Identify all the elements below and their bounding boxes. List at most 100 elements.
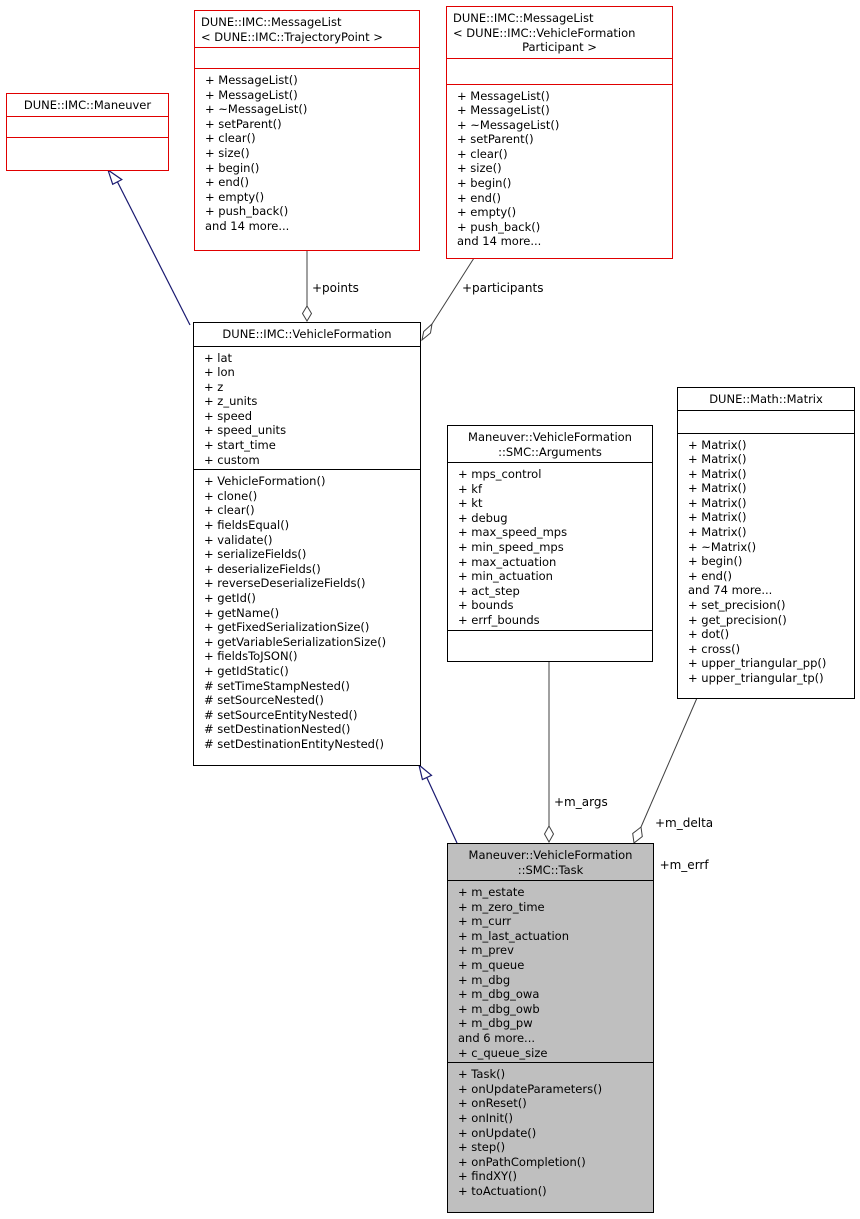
composition-edge-participants <box>431 257 475 325</box>
edge-label-m-delta: +m_delta +m_errf <box>655 788 713 886</box>
class-title: DUNE::IMC::MessageList < DUNE::IMC::Traj… <box>195 11 419 47</box>
attributes-section: + lat+ lon+ z+ z_units+ speed+ speed_uni… <box>194 345 420 470</box>
method-item: # setSourceEntityNested() <box>204 707 358 722</box>
class-messagelist-trajectorypoint[interactable]: DUNE::IMC::MessageList < DUNE::IMC::Traj… <box>194 10 420 251</box>
method-item: + onUpdate() <box>458 1125 537 1140</box>
method-item: + getVariableSerializationSize() <box>204 634 387 649</box>
attribute-item: + c_queue_size <box>458 1045 548 1060</box>
attribute-item: + m_prev <box>458 943 514 958</box>
method-item: + begin() <box>457 176 512 191</box>
attribute-item: + min_speed_mps <box>458 539 564 554</box>
method-item: + setParent() <box>205 116 282 131</box>
method-item: # setDestinationEntityNested() <box>204 736 384 751</box>
attribute-item: + kt <box>458 496 483 511</box>
attribute-item: + speed <box>204 408 253 423</box>
method-item: + push_back() <box>457 219 541 234</box>
class-messagelist-participant[interactable]: DUNE::IMC::MessageList < DUNE::IMC::Vehi… <box>446 6 673 259</box>
method-item: + ~MessageList() <box>457 117 560 132</box>
method-item: + get_precision() <box>688 612 787 627</box>
method-item: + clone() <box>204 488 258 503</box>
attribute-item: + custom <box>204 452 260 467</box>
method-item: + setParent() <box>457 132 534 147</box>
method-item: + MessageList() <box>205 87 298 102</box>
method-item: + getIdStatic() <box>204 663 289 678</box>
method-item: + end() <box>205 175 249 190</box>
more-items-note: and 74 more... <box>688 583 773 598</box>
method-item: + end() <box>688 568 732 583</box>
attribute-item: + m_dbg_pw <box>458 1016 533 1031</box>
class-title-line: DUNE::IMC::MessageList <box>453 11 594 25</box>
attribute-item: + start_time <box>204 438 276 453</box>
composition-diamond-m-delta <box>632 826 643 844</box>
method-item: + onPathCompletion() <box>458 1154 586 1169</box>
attribute-item: + bounds <box>458 598 514 613</box>
method-item: + ~MessageList() <box>205 102 308 117</box>
class-title-line: < DUNE::IMC::VehicleFormation <box>453 25 636 40</box>
method-item: + Matrix() <box>688 495 747 510</box>
attribute-item: + act_step <box>458 583 520 598</box>
attributes-section <box>195 47 419 68</box>
method-item: + clear() <box>457 146 508 161</box>
attributes-section <box>447 57 672 84</box>
method-item: + MessageList() <box>457 103 550 118</box>
attribute-item: + z_units <box>204 394 258 409</box>
method-item: + onReset() <box>458 1096 527 1111</box>
method-item: + deserializeFields() <box>204 561 321 576</box>
method-item: + push_back() <box>205 204 289 219</box>
method-item: + upper_triangular_pp() <box>688 656 827 671</box>
method-item: + upper_triangular_tp() <box>688 671 824 685</box>
method-item: + clear() <box>205 131 256 146</box>
method-item: + getName() <box>204 605 280 620</box>
attribute-item: + m_estate <box>458 885 525 899</box>
composition-diamond-points <box>301 305 313 322</box>
method-item: + set_precision() <box>688 598 786 613</box>
attribute-item: + speed_units <box>204 423 287 438</box>
attribute-item: + mps_control <box>458 467 542 481</box>
method-item: # setSourceNested() <box>204 693 324 708</box>
class-title-line: DUNE::IMC::MessageList <box>201 15 342 29</box>
attribute-item: + lat <box>204 350 233 365</box>
class-title-line: ::SMC::Task <box>517 862 584 877</box>
methods-section: + MessageList()+ MessageList()+ ~Message… <box>447 83 672 252</box>
attribute-item: + debug <box>458 510 508 525</box>
attribute-item: + min_actuation <box>458 569 553 584</box>
class-math-matrix[interactable]: DUNE::Math::Matrix + Matrix()+ Matrix()+… <box>677 387 855 699</box>
method-item: + MessageList() <box>205 73 298 87</box>
attribute-item: + max_actuation <box>458 554 557 569</box>
class-title: DUNE::IMC::VehicleFormation <box>222 327 392 341</box>
method-item: + cross() <box>688 641 741 656</box>
class-title: DUNE::IMC::Maneuver <box>23 98 152 112</box>
attribute-item: + max_speed_mps <box>458 525 568 540</box>
composition-diamond-participants <box>421 322 433 342</box>
edge-label-participants: +participants <box>462 281 544 295</box>
method-item: + fieldsToJSON() <box>204 649 298 664</box>
method-item: + Task() <box>458 1067 506 1082</box>
attribute-item: + m_curr <box>458 914 512 929</box>
more-items-note: and 6 more... <box>458 1030 536 1045</box>
attribute-item: + m_zero_time <box>458 899 545 914</box>
inheritance-edge-vehicleformation <box>426 777 458 844</box>
class-title-line: ::SMC::Arguments <box>498 444 602 459</box>
methods-section: + Task()+ onUpdateParameters()+ onReset(… <box>448 1062 653 1200</box>
class-vehicle-formation[interactable]: DUNE::IMC::VehicleFormation + lat+ lon+ … <box>193 322 421 766</box>
attribute-item: + kf <box>458 481 482 496</box>
attribute-item: + z <box>204 379 224 394</box>
method-item: + getId() <box>204 591 256 605</box>
class-title-line: Participant > <box>522 40 597 54</box>
edge-label-m-errf-line: +m_errf <box>659 858 709 872</box>
attributes-section: + mps_control+ kf+ kt+ debug+ max_speed_… <box>448 462 652 630</box>
method-item: + begin() <box>205 160 260 175</box>
method-item: + Matrix() <box>688 481 747 496</box>
class-title-line: Maneuver::VehicleFormation <box>468 430 632 444</box>
attribute-item: + m_last_actuation <box>458 928 569 943</box>
class-smc-arguments[interactable]: Maneuver::VehicleFormation ::SMC::Argume… <box>447 425 653 662</box>
class-maneuver[interactable]: DUNE::IMC::Maneuver <box>6 93 169 171</box>
class-smc-task[interactable]: Maneuver::VehicleFormation ::SMC::Task +… <box>447 843 654 1213</box>
method-item: + end() <box>457 190 501 205</box>
method-item: + begin() <box>688 554 743 569</box>
inheritance-arrow-vehicleformation <box>418 763 433 781</box>
method-item: + dot() <box>688 627 730 642</box>
edge-label-m-delta-line: +m_delta <box>655 816 714 830</box>
method-item: + clear() <box>204 503 255 518</box>
attributes-section: + m_estate+ m_zero_time+ m_curr+ m_last_… <box>448 880 653 1062</box>
